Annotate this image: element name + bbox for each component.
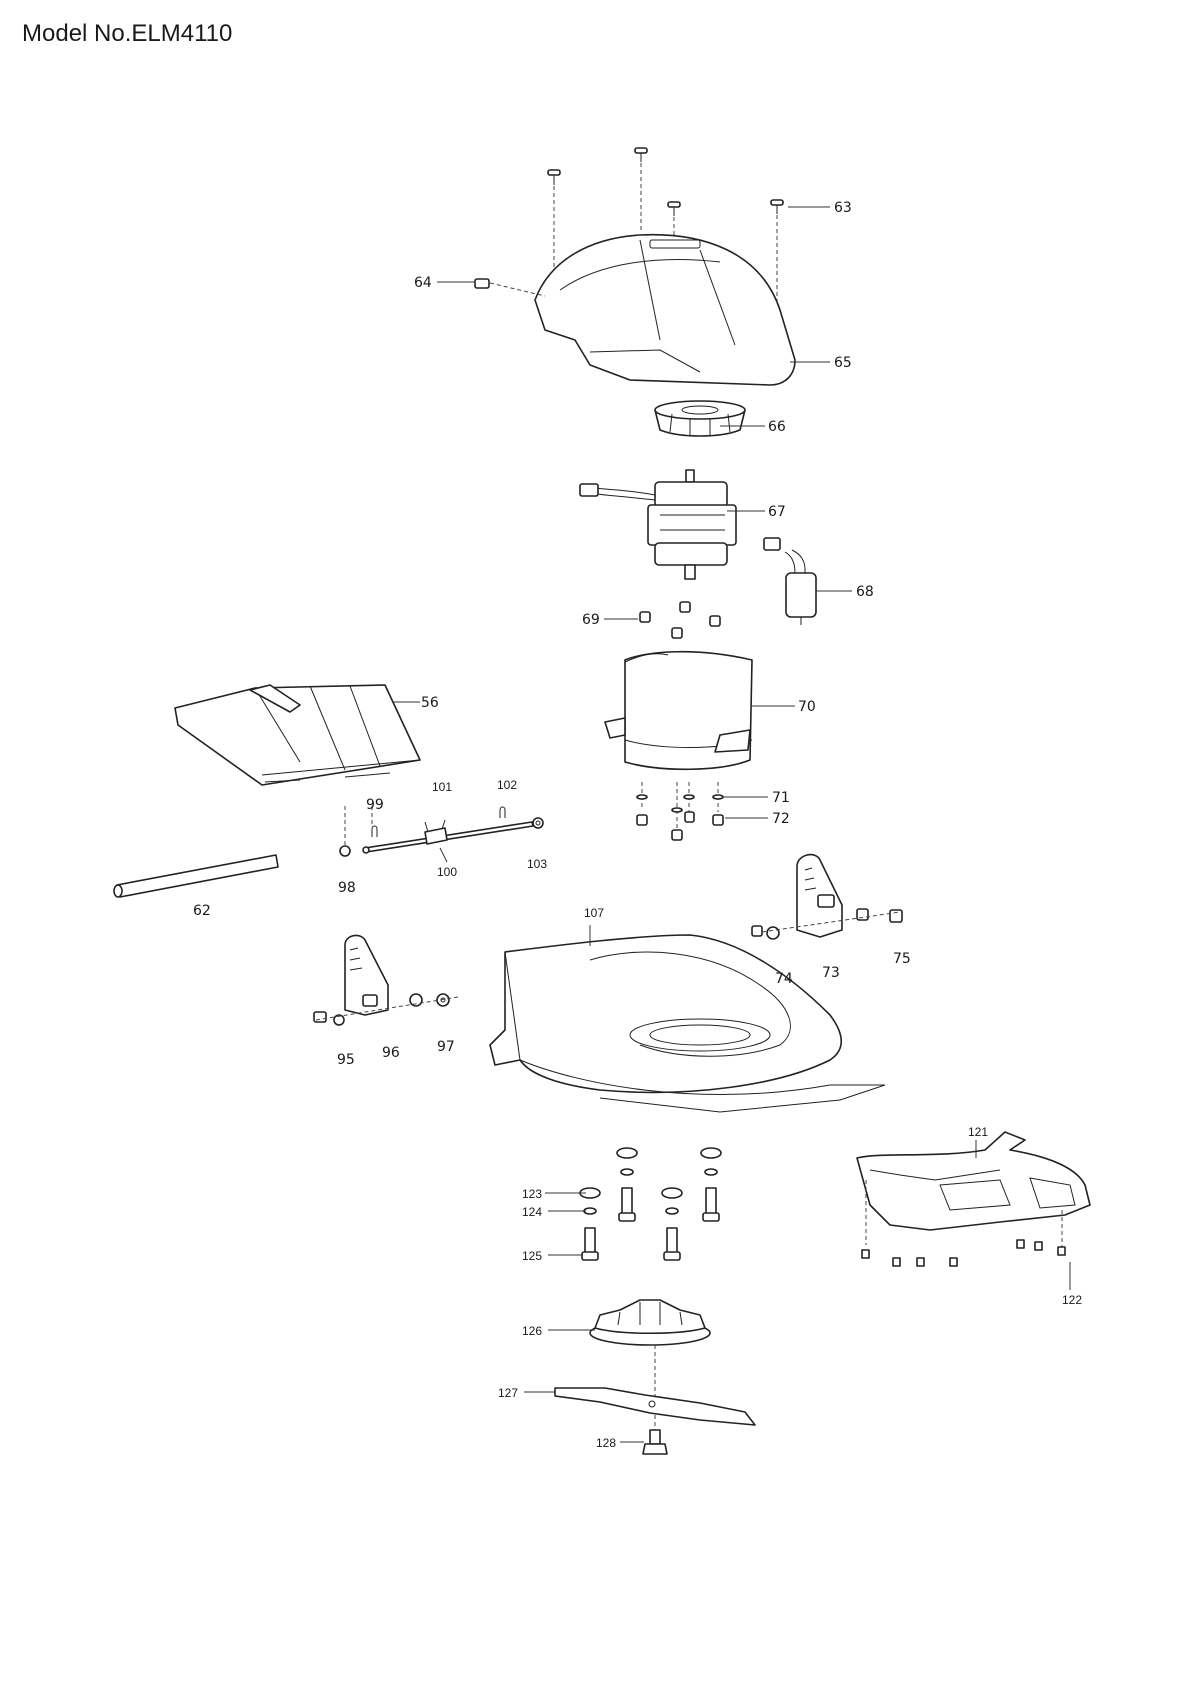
label-123: 123 (522, 1187, 542, 1201)
bolt-74b (751, 925, 763, 937)
nut-74 (766, 926, 780, 940)
label-100: 100 (437, 865, 457, 879)
label-74: 74 (775, 971, 793, 987)
screw-63d (770, 199, 784, 214)
bolt-95 (313, 1011, 327, 1023)
motor-housing-70 (604, 650, 753, 771)
label-124: 124 (522, 1205, 542, 1219)
label-98: 98 (338, 880, 356, 896)
label-75: 75 (893, 951, 911, 967)
screw-75 (889, 909, 903, 923)
label-126: 126 (522, 1324, 542, 1338)
screw-73b (856, 908, 869, 921)
label-64: 64 (414, 275, 432, 291)
washers-screws-71-72 (636, 782, 724, 841)
rod-62 (113, 854, 279, 898)
label-69: 69 (582, 612, 600, 628)
label-70: 70 (798, 699, 816, 715)
label-56: 56 (421, 695, 439, 711)
label-67: 67 (768, 504, 786, 520)
model-title: Model No.ELM4110 (22, 20, 233, 47)
label-103: 103 (527, 857, 547, 871)
nut-98 (339, 845, 351, 857)
label-101: 101 (432, 780, 452, 794)
label-97: 97 (437, 1039, 455, 1055)
label-62: 62 (193, 903, 211, 919)
bolt-128 (642, 1429, 668, 1455)
label-96: 96 (382, 1045, 400, 1061)
label-102: 102 (497, 778, 517, 792)
bracket-73 (796, 853, 843, 938)
label-66: 66 (768, 419, 786, 435)
spring-101 (424, 819, 448, 845)
label-65: 65 (834, 355, 852, 371)
nut-95b (333, 1014, 345, 1026)
motor-67 (579, 469, 737, 580)
clip-64 (474, 278, 490, 289)
label-122: 122 (1062, 1293, 1082, 1307)
label-95: 95 (337, 1052, 355, 1068)
blade-adaptor-126 (589, 1299, 711, 1346)
screws-122 (861, 1180, 1066, 1267)
label-121: 121 (968, 1125, 988, 1139)
label-72: 72 (772, 811, 790, 827)
screw-63b (634, 147, 648, 162)
nuts-69 (639, 601, 721, 639)
pin-99 (371, 825, 378, 837)
deck-107 (489, 934, 886, 1113)
label-73: 73 (822, 965, 840, 981)
screw-63c (667, 201, 681, 216)
label-107: 107 (584, 906, 604, 920)
rear-guard-121 (856, 1131, 1091, 1231)
label-128: 128 (596, 1436, 616, 1450)
label-99: 99 (366, 797, 384, 813)
screw-63a (547, 169, 561, 185)
label-63: 63 (834, 200, 852, 216)
label-68: 68 (856, 584, 874, 600)
nut-97 (436, 993, 450, 1007)
bracket-96 (344, 934, 389, 1016)
shaft-100 (362, 821, 534, 854)
part-labels: 63 64 65 66 67 68 69 70 56 71 72 101 102… (193, 200, 1082, 1450)
leader-lines (392, 206, 1071, 1443)
fan-66 (654, 400, 746, 437)
blade-127 (554, 1387, 756, 1426)
label-127: 127 (498, 1386, 518, 1400)
bolts-123-125 (579, 1147, 722, 1261)
label-71: 71 (772, 790, 790, 806)
capacitor-68 (763, 537, 817, 625)
clip-102 (499, 806, 506, 818)
flap-56 (174, 684, 421, 786)
nut-97b (409, 993, 423, 1007)
label-125: 125 (522, 1249, 542, 1263)
motor-cover-65 (534, 233, 796, 386)
nut-103 (532, 817, 544, 829)
